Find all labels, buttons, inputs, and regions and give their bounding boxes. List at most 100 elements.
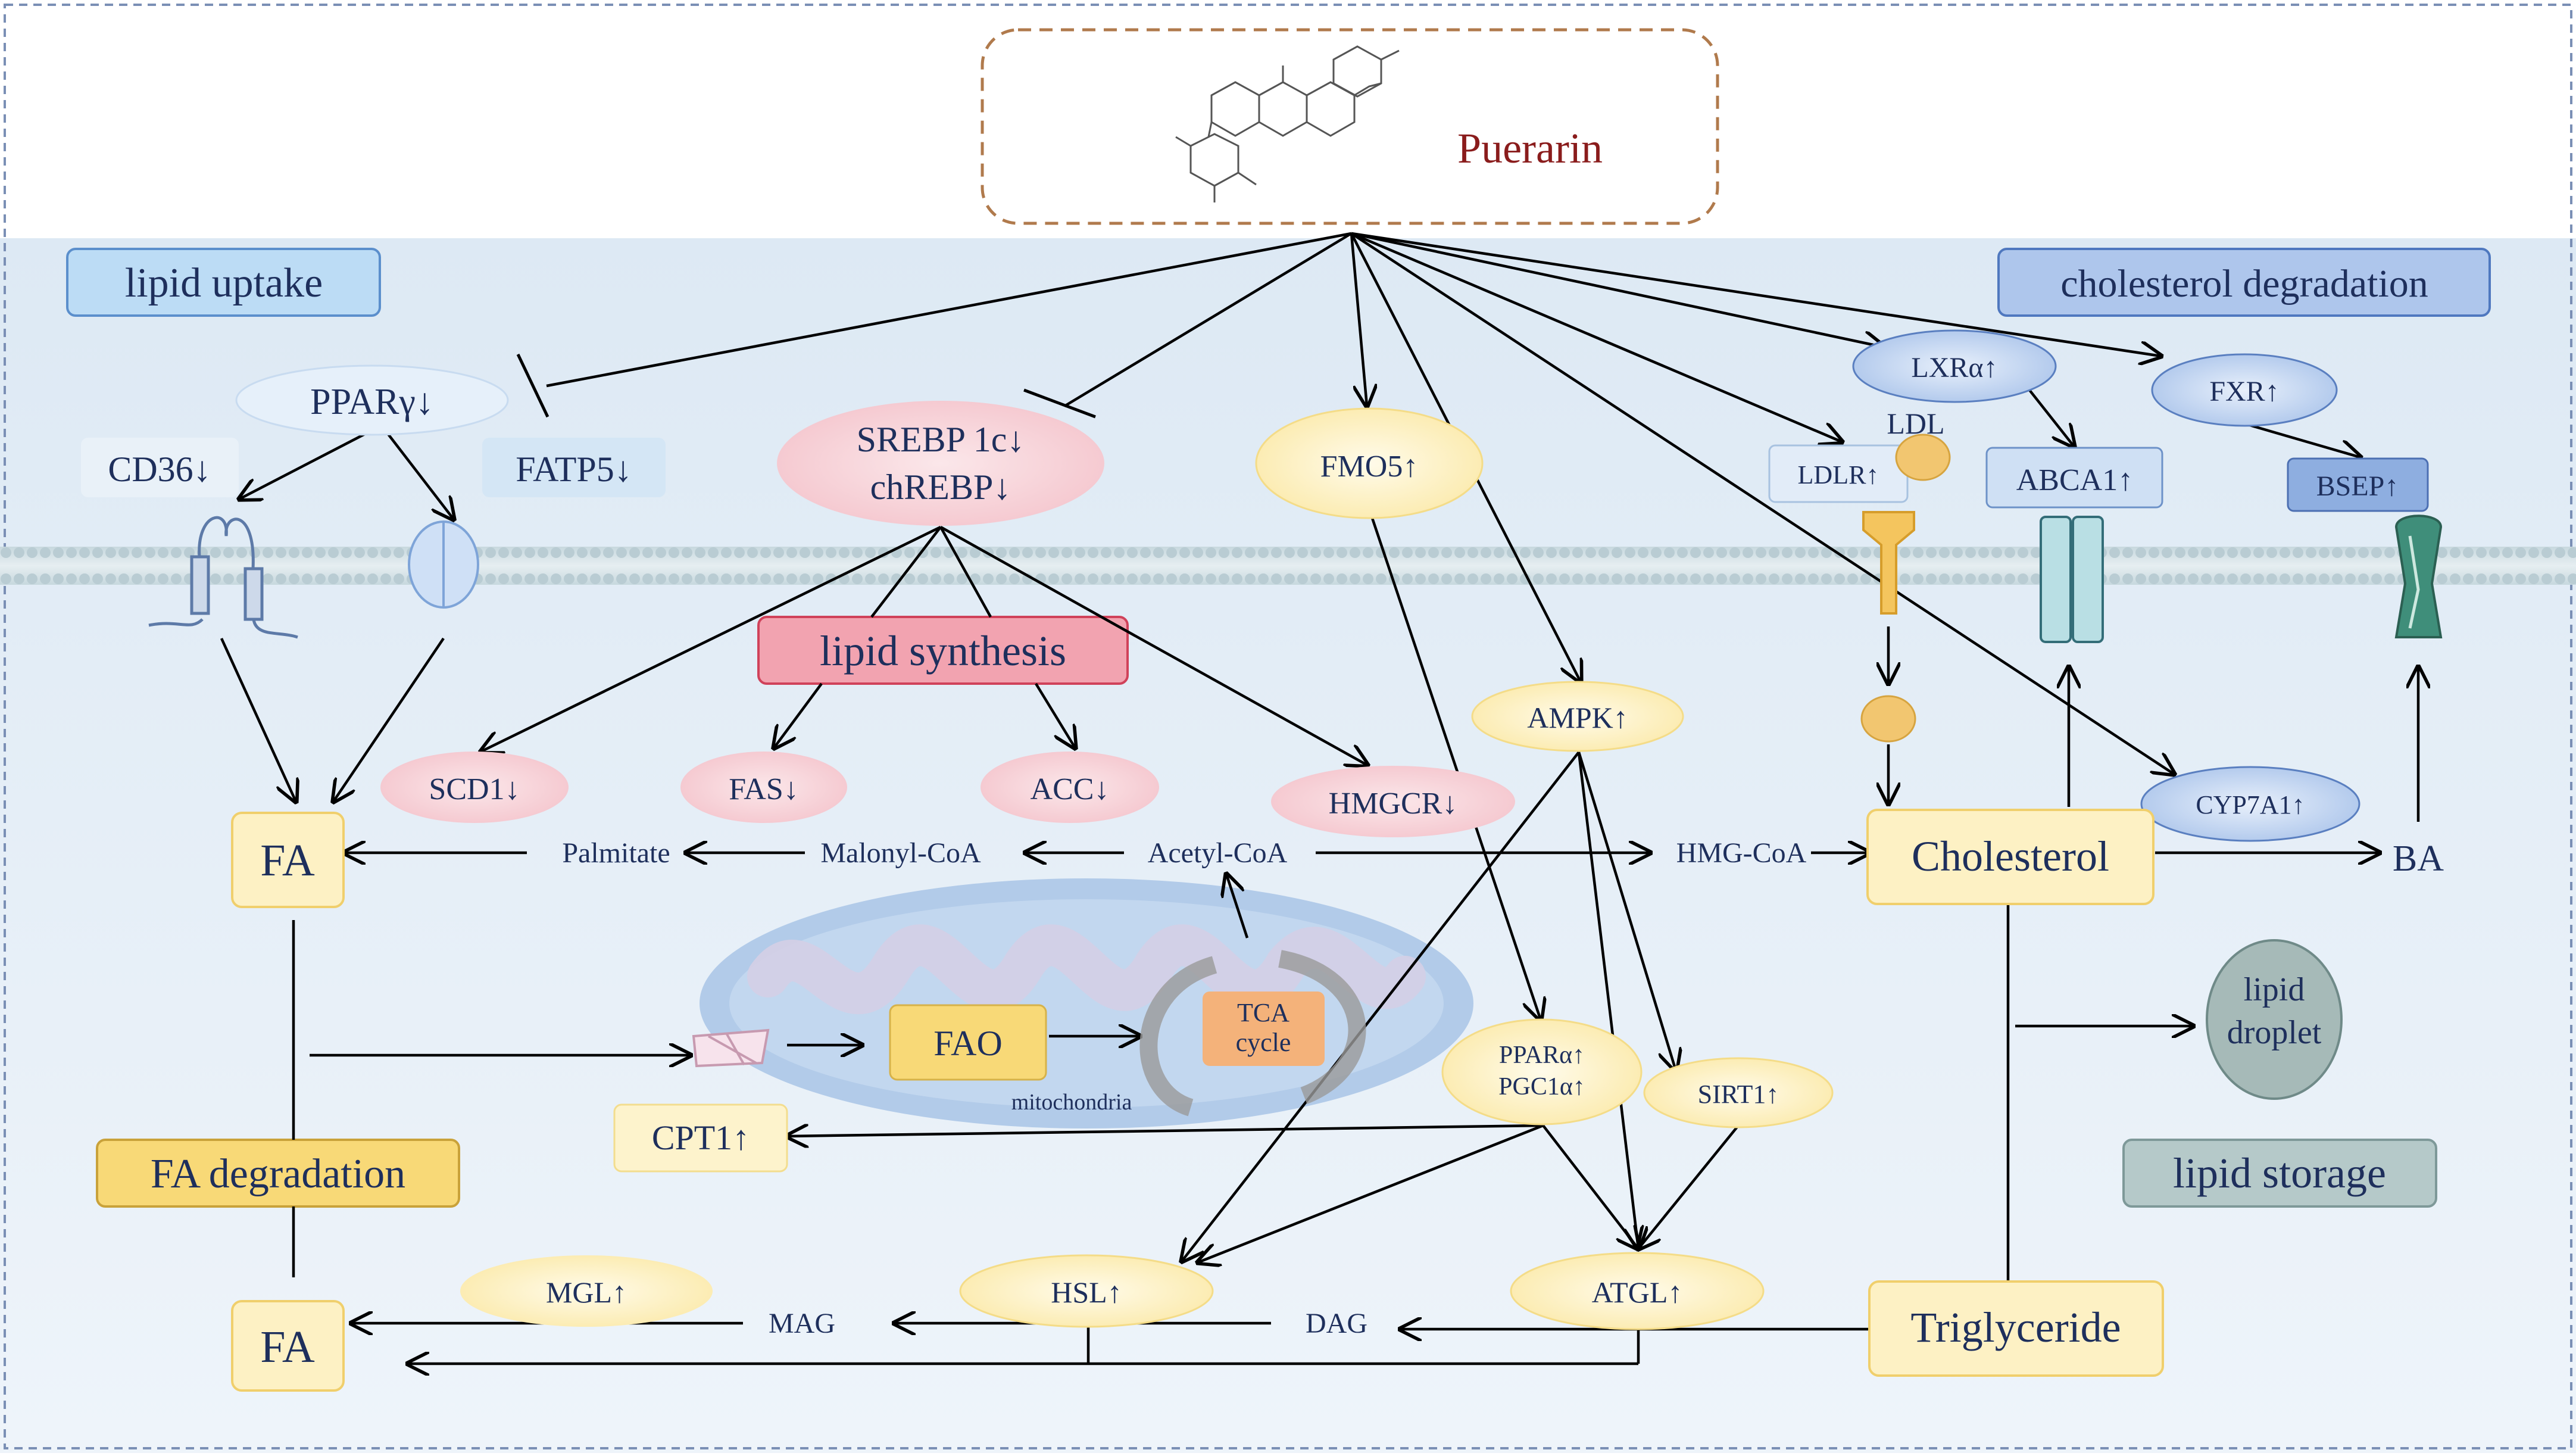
membrane-lipid-head-icon	[904, 573, 915, 584]
membrane-lipid-head-icon	[2306, 573, 2316, 584]
svg-text:CD36↓: CD36↓	[108, 450, 211, 489]
membrane-lipid-head-icon	[2371, 573, 2382, 584]
membrane-lipid-head-icon	[1729, 547, 1740, 558]
membrane-lipid-head-icon	[380, 573, 391, 584]
membrane-lipid-head-icon	[1088, 547, 1098, 558]
membrane-lipid-head-icon	[1821, 547, 1832, 558]
membrane-lipid-head-icon	[1690, 547, 1701, 558]
membrane-lipid-head-icon	[1481, 573, 1491, 584]
membrane-lipid-head-icon	[132, 547, 142, 558]
membrane-lipid-head-icon	[263, 573, 273, 584]
lipid-droplet-node: lipid droplet	[2206, 939, 2343, 1100]
membrane-lipid-head-icon	[1494, 547, 1504, 558]
membrane-lipid-head-icon	[682, 547, 692, 558]
svg-text:HSL↑: HSL↑	[1051, 1276, 1122, 1309]
membrane-lipid-head-icon	[1978, 547, 1989, 558]
membrane-lipid-head-icon	[210, 547, 221, 558]
membrane-lipid-head-icon	[1834, 573, 1845, 584]
ba-label: BA	[2393, 838, 2444, 879]
membrane-lipid-head-icon	[2450, 573, 2461, 584]
membrane-lipid-head-icon	[2319, 547, 2330, 558]
membrane-lipid-head-icon	[2018, 547, 2028, 558]
membrane-lipid-head-icon	[1756, 547, 1766, 558]
membrane-lipid-head-icon	[1559, 573, 1570, 584]
membrane-lipid-head-icon	[957, 573, 967, 584]
membrane-lipid-head-icon	[1860, 573, 1871, 584]
svg-text:ABCA1↑: ABCA1↑	[2016, 463, 2133, 497]
membrane-lipid-head-icon	[2568, 547, 2576, 558]
membrane-lipid-head-icon	[1428, 573, 1439, 584]
membrane-lipid-head-icon	[2031, 573, 2041, 584]
svg-text:lipid synthesis: lipid synthesis	[820, 627, 1066, 675]
membrane-lipid-head-icon	[2515, 547, 2526, 558]
membrane-lipid-head-icon	[1952, 573, 1963, 584]
membrane-lipid-head-icon	[79, 547, 90, 558]
membrane-lipid-head-icon	[53, 573, 64, 584]
membrane-lipid-head-icon	[315, 547, 326, 558]
membrane-lipid-head-icon	[1192, 547, 1203, 558]
membrane-lipid-head-icon	[1677, 547, 1688, 558]
mgl-node: MGL↑	[460, 1255, 713, 1327]
membrane-lipid-head-icon	[2266, 573, 2277, 584]
membrane-lipid-head-icon	[1101, 547, 1111, 558]
membrane-lipid-head-icon	[1061, 547, 1072, 558]
membrane-lipid-head-icon	[328, 573, 339, 584]
svg-text:LDLR↑: LDLR↑	[1798, 460, 1879, 490]
membrane-lipid-head-icon	[1284, 573, 1295, 584]
svg-text:BSEP↑: BSEP↑	[2316, 470, 2399, 502]
membrane-lipid-head-icon	[1494, 573, 1504, 584]
membrane-lipid-head-icon	[1258, 547, 1269, 558]
membrane-lipid-head-icon	[2253, 573, 2264, 584]
membrane-lipid-head-icon	[1598, 547, 1609, 558]
membrane-lipid-head-icon	[1481, 547, 1491, 558]
membrane-lipid-head-icon	[747, 573, 758, 584]
membrane-lipid-head-icon	[721, 573, 732, 584]
membrane-lipid-head-icon	[367, 573, 378, 584]
fao-node: FAO	[889, 1004, 1047, 1081]
membrane-lipid-head-icon	[210, 573, 221, 584]
membrane-lipid-head-icon	[2358, 573, 2369, 584]
bsep-node: BSEP↑	[2287, 457, 2429, 512]
membrane-lipid-head-icon	[1075, 547, 1085, 558]
membrane-lipid-head-icon	[1913, 573, 1924, 584]
svg-text:HMGCR↓: HMGCR↓	[1329, 787, 1458, 821]
membrane-lipid-head-icon	[1533, 573, 1544, 584]
membrane-lipid-head-icon	[2463, 547, 2474, 558]
membrane-lipid-head-icon	[394, 573, 404, 584]
membrane-lipid-head-icon	[2541, 573, 2552, 584]
membrane-lipid-head-icon	[800, 573, 810, 584]
membrane-lipid-head-icon	[931, 547, 941, 558]
fmo5-node: FMO5↑	[1255, 407, 1484, 519]
membrane-lipid-head-icon	[2188, 573, 2199, 584]
membrane-lipid-head-icon	[341, 573, 352, 584]
svg-text:SCD1↓: SCD1↓	[429, 772, 520, 806]
svg-text:PPARγ↓: PPARγ↓	[310, 382, 434, 422]
svg-text:FMO5↑: FMO5↑	[1320, 450, 1419, 484]
membrane-lipid-head-icon	[800, 547, 810, 558]
ampk-node: AMPK↑	[1471, 681, 1684, 752]
membrane-lipid-head-icon	[158, 573, 168, 584]
membrane-lipid-head-icon	[380, 547, 391, 558]
membrane-lipid-head-icon	[2280, 547, 2290, 558]
membrane-lipid-head-icon	[590, 547, 601, 558]
membrane-lipid-head-icon	[1847, 573, 1858, 584]
svg-text:MGL↑: MGL↑	[546, 1276, 627, 1309]
cholesterol-node: Cholesterol	[1866, 809, 2155, 905]
membrane-lipid-head-icon	[2175, 573, 2185, 584]
membrane-lipid-head-icon	[786, 573, 797, 584]
membrane-lipid-head-icon	[577, 547, 588, 558]
cyp7a1-node: CYP7A1↑	[2140, 766, 2360, 842]
membrane-lipid-head-icon	[2489, 547, 2500, 558]
ppar-alpha-pgc1a-node: PPARα↑ PGC1α↑	[1441, 1018, 1643, 1125]
fas-node: FAS↓	[680, 752, 847, 823]
membrane-lipid-head-icon	[1467, 547, 1478, 558]
membrane-lipid-head-icon	[1454, 573, 1465, 584]
membrane-lipid-head-icon	[2332, 573, 2343, 584]
membrane-lipid-head-icon	[354, 573, 365, 584]
membrane-lipid-head-icon	[2214, 573, 2225, 584]
triglyceride-node: Triglyceride	[1868, 1280, 2164, 1377]
membrane-lipid-head-icon	[1284, 547, 1295, 558]
membrane-lipid-head-icon	[524, 573, 535, 584]
membrane-lipid-head-icon	[1022, 547, 1033, 558]
membrane-lipid-head-icon	[276, 573, 286, 584]
